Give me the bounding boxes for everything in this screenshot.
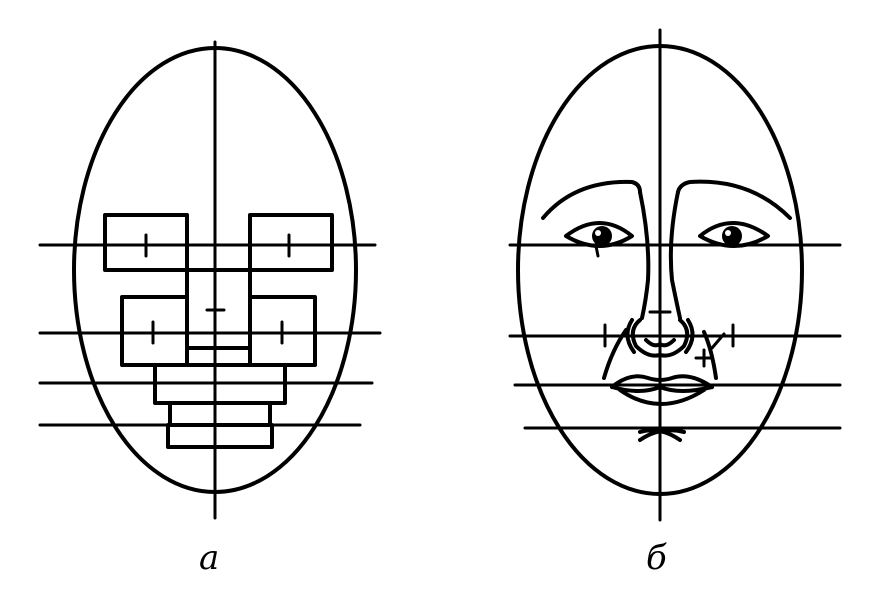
schematic-face-diagram xyxy=(72,40,358,520)
right-guide-lines xyxy=(508,243,842,430)
nose-bridge-left xyxy=(638,190,651,320)
mouth xyxy=(610,374,714,406)
nose xyxy=(625,310,695,358)
left-eye-block xyxy=(103,213,189,272)
left-eyebrow xyxy=(541,179,642,220)
drawn-face-diagram xyxy=(516,28,804,522)
center-tick-marks xyxy=(144,233,291,345)
caption-a: а xyxy=(199,538,220,578)
right-cheek-fold xyxy=(702,330,718,380)
left-cheek-fold xyxy=(602,328,628,380)
chin-mark xyxy=(638,428,686,442)
chin-block xyxy=(166,423,274,449)
mouth-block-upper xyxy=(185,346,252,367)
left-eye xyxy=(564,221,634,258)
nose-bridge-right xyxy=(668,190,682,320)
right-eye xyxy=(698,221,770,248)
right-tick-marks xyxy=(603,323,735,368)
chin-block-upper xyxy=(168,401,272,427)
caption-b: б xyxy=(646,538,667,578)
right-eye-block xyxy=(248,213,334,272)
right-eyebrow xyxy=(676,179,792,220)
